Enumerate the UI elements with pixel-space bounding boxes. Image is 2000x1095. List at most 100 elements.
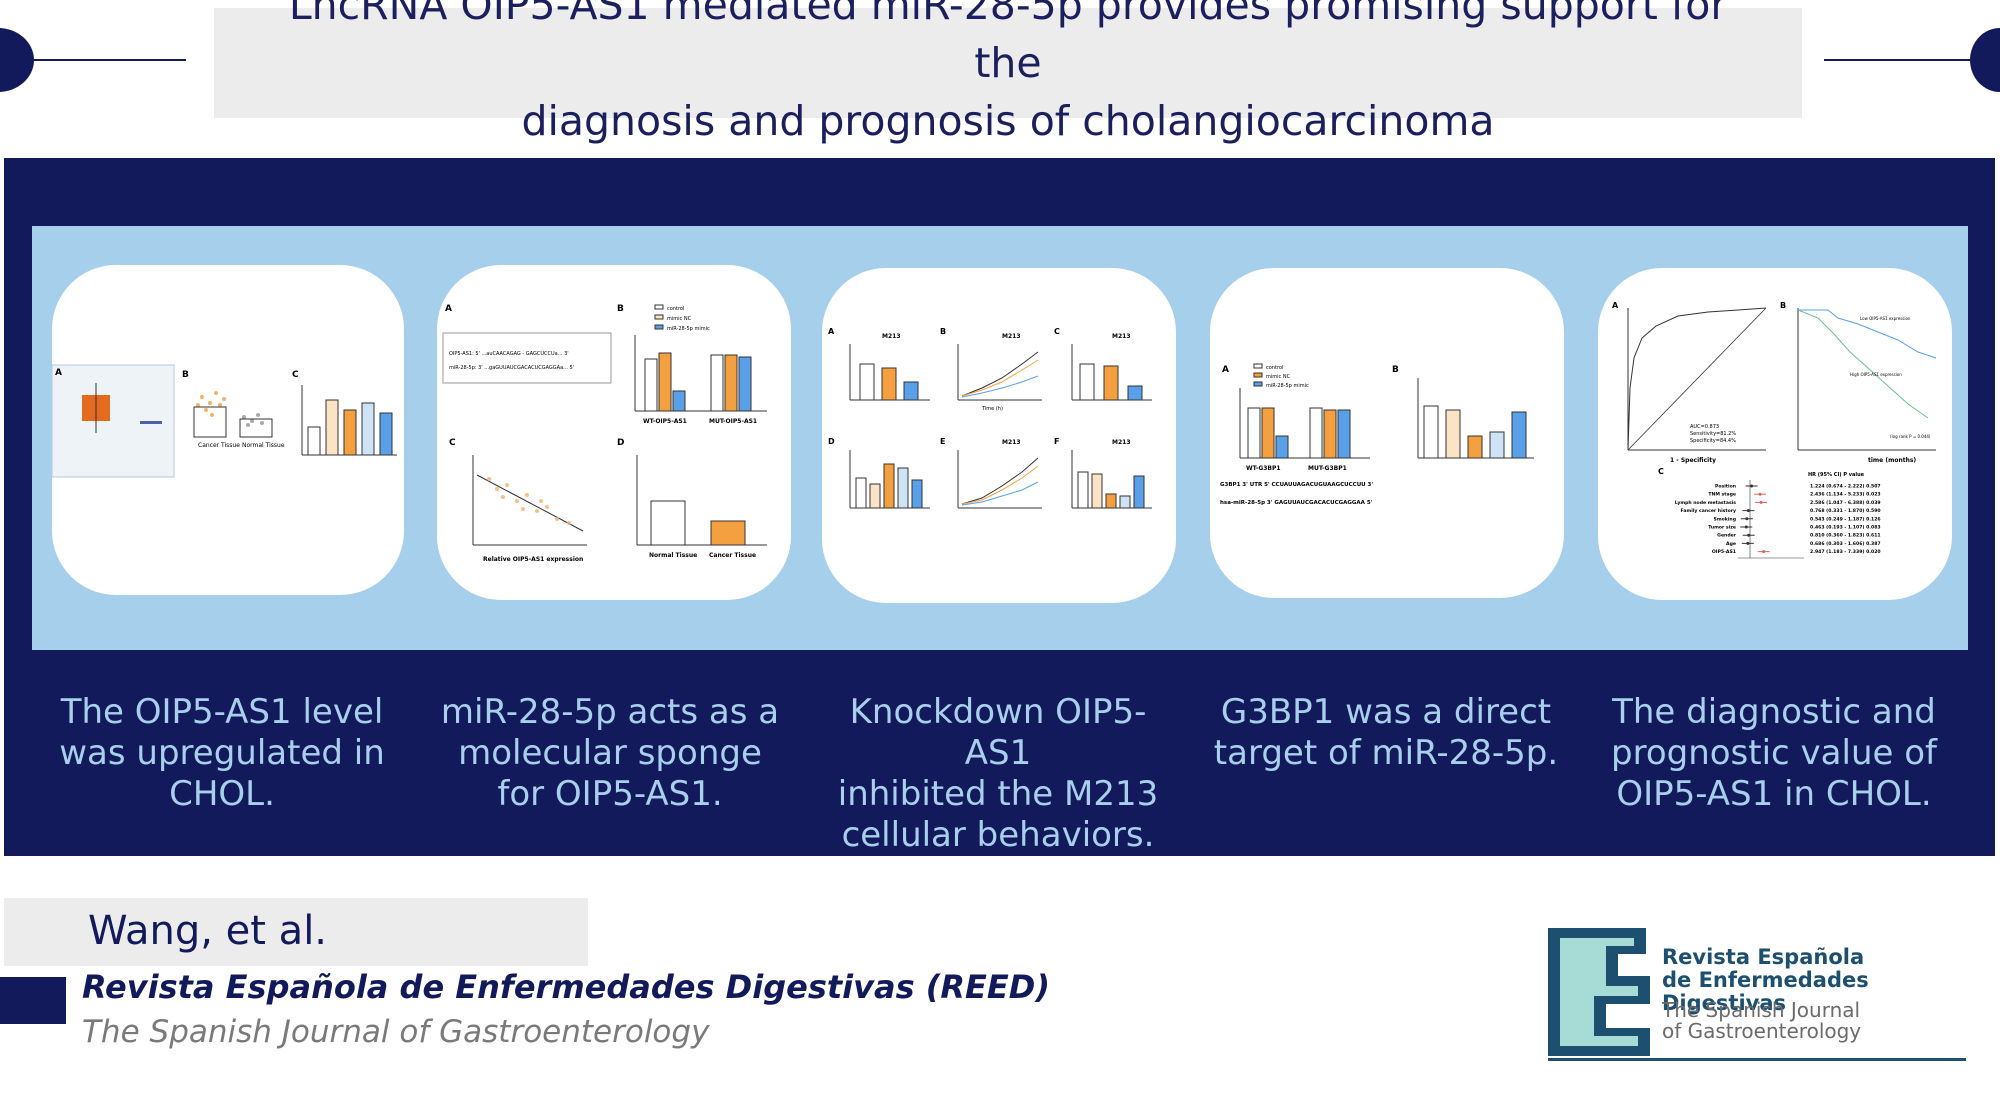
caption-3: Knockdown OIP5-AS1 inhibited the M213 ce… [837, 692, 1159, 855]
figure-card-3: A M213 B M213 Time (h) C M213 D E M213 [822, 268, 1176, 603]
svg-text:A: A [1222, 365, 1229, 375]
figure-card-2: A OIP5-AS1: 5' ...auCAACAGAG - GAGCUCCUa… [437, 265, 791, 600]
forest-hr: 0.543 (0.249 - 1.187) 0.126 [1810, 516, 1881, 522]
svg-text:control: control [667, 306, 684, 312]
author-name: Wang, et al. [88, 908, 328, 954]
svg-text:miR-28-5p mimic: miR-28-5p mimic [667, 326, 710, 332]
svg-text:OIP5-AS1: 5' ...auCAACAGAG - G: OIP5-AS1: 5' ...auCAACAGAG - GAGCUCCUa..… [449, 351, 569, 357]
forest-point [1745, 517, 1749, 521]
svg-text:Cancer Tissue: Cancer Tissue [709, 552, 756, 559]
svg-text:M213: M213 [1112, 439, 1131, 446]
svg-text:miR-28-5p: 3' ...gaGUUAUCGACAC: miR-28-5p: 3' ...gaGUUAUCGACACUCGAGGAa..… [449, 365, 574, 371]
svg-text:C: C [1054, 327, 1060, 336]
svg-text:A: A [55, 368, 62, 378]
journal-subtitle: The Spanish Journal of Gastroenterology [82, 1014, 710, 1050]
svg-text:Specificity=84.4%: Specificity=84.4% [1690, 438, 1736, 444]
forest-label: Gender [1717, 533, 1737, 539]
svg-text:time (months): time (months) [1868, 457, 1916, 464]
caption-4: G3BP1 was a direct target of miR-28-5p. [1213, 692, 1559, 773]
forest-hr: 1.224 (0.674 - 2.222) 0.507 [1810, 484, 1881, 490]
forest-hr: 0.463 (0.193 - 1.107) 0.083 [1810, 525, 1881, 531]
svg-text:Low OIP5-AS1 expression: Low OIP5-AS1 expression [1860, 316, 1911, 321]
forest-point [1762, 550, 1766, 554]
svg-text:1 - Specificity: 1 - Specificity [1670, 457, 1716, 464]
svg-text:A: A [828, 327, 835, 336]
forest-point [1750, 484, 1754, 488]
svg-text:Time (h): Time (h) [981, 406, 1003, 412]
svg-text:Relative OIP5-AS1 expression: Relative OIP5-AS1 expression [483, 556, 583, 563]
svg-text:C: C [449, 438, 456, 448]
svg-text:WT-G3BP1: WT-G3BP1 [1246, 465, 1281, 472]
svg-text:A: A [445, 304, 452, 314]
author-box [4, 898, 588, 966]
page-title: LncRNA OIP5-AS1 mediated miR-28-5p provi… [288, 0, 1728, 145]
forest-label: Age [1726, 541, 1736, 547]
caption-5: The diagnostic and prognostic value of O… [1611, 692, 1937, 814]
svg-text:MUT-G3BP1: MUT-G3BP1 [1308, 465, 1347, 472]
header-left-cap [0, 28, 34, 92]
forest-label: Family cancer history [1681, 508, 1737, 514]
svg-text:hsa-miR-28-5p 3' GAGUUAUCGACA: hsa-miR-28-5p 3' GAGUUAUCGACACUCGAGGAA 5… [1220, 500, 1373, 506]
forest-hr: 2.947 (1.183 - 7.339) 0.020 [1810, 549, 1881, 555]
svg-text:F: F [1054, 437, 1059, 446]
svg-text:(log rank P = 0.044): (log rank P = 0.044) [1890, 434, 1931, 439]
svg-text:HR (95% CI) P value: HR (95% CI) P value [1808, 472, 1865, 478]
title-box: LncRNA OIP5-AS1 mediated miR-28-5p provi… [214, 0, 1802, 145]
svg-text:G3BP1 3' UTR 5' CCUAUUAGACUGU: G3BP1 3' UTR 5' CCUAUUAGACUGUAAGCUCCUU 3… [1220, 482, 1373, 488]
caption-2: miR-28-5p acts as a molecular sponge for… [440, 692, 780, 814]
svg-text:B: B [1780, 301, 1786, 310]
forest-point [1759, 500, 1763, 504]
svg-text:Cancer Tissue: Cancer Tissue [198, 442, 240, 449]
svg-text:C: C [1658, 467, 1664, 476]
figure-card-4: A control mimic NC miR-28-5p mimic WT-G3… [1210, 268, 1564, 598]
forest-point [1758, 492, 1762, 496]
forest-hr: 2.586 (1.047 - 6.388) 0.039 [1810, 500, 1881, 506]
forest-label: Smoking [1714, 516, 1736, 522]
svg-text:mimic NC: mimic NC [1266, 374, 1291, 380]
header-left-rule [30, 59, 186, 61]
svg-text:M213: M213 [882, 333, 901, 340]
forest-point [1747, 533, 1751, 537]
svg-text:miR-28-5p mimic: miR-28-5p mimic [1266, 383, 1309, 389]
journal-logo-icon [1548, 928, 1966, 1061]
svg-text:High OIP5-AS1 expression: High OIP5-AS1 expression [1850, 372, 1902, 377]
svg-text:E: E [940, 437, 945, 446]
svg-text:WT-OIP5-AS1: WT-OIP5-AS1 [643, 418, 687, 425]
svg-text:Normal Tissue: Normal Tissue [649, 552, 697, 559]
forest-label: TNM stage [1708, 492, 1736, 498]
svg-text:M213: M213 [1002, 333, 1021, 340]
forest-label: OIP5-AS1 [1712, 549, 1736, 555]
svg-text:Sensitivity=81.2%: Sensitivity=81.2% [1690, 431, 1736, 437]
forest-hr: 0.810 (0.360 - 1.823) 0.611 [1810, 533, 1881, 539]
svg-text:C: C [292, 370, 299, 380]
svg-text:MUT-OIP5-AS1: MUT-OIP5-AS1 [709, 418, 757, 425]
forest-label: Position [1715, 484, 1736, 490]
logo-subtitle: The Spanish Journal of Gastroenterology [1662, 998, 1862, 1043]
forest-label: Tumor size [1708, 525, 1736, 531]
svg-text:control: control [1266, 365, 1283, 371]
svg-text:B: B [182, 370, 189, 380]
header-right-cap [1970, 28, 2000, 92]
svg-text:B: B [1392, 365, 1399, 375]
caption-1: The OIP5-AS1 level was upregulated in CH… [59, 692, 385, 814]
forest-point [1744, 525, 1748, 529]
svg-text:mimic NC: mimic NC [667, 316, 692, 322]
svg-text:A: A [1612, 301, 1619, 310]
forest-point [1746, 541, 1750, 545]
forest-label: Lymph node metastasis [1675, 500, 1737, 506]
svg-text:Normal Tissue: Normal Tissue [242, 442, 285, 449]
svg-text:AUC=0.873: AUC=0.873 [1690, 424, 1719, 430]
svg-text:M213: M213 [1002, 439, 1021, 446]
svg-text:D: D [828, 437, 835, 446]
figure-card-1: A B Cancer Tissue Normal Tissue C [52, 265, 404, 595]
forest-hr: 0.768 (0.331 - 1.870) 0.590 [1810, 508, 1881, 514]
header-right-rule [1824, 59, 1972, 61]
footer-accent [0, 977, 66, 1024]
forest-hr: 2.436 (1.134 - 5.233) 0.023 [1810, 492, 1881, 498]
journal-name: Revista Española de Enfermedades Digesti… [82, 968, 1050, 1006]
svg-text:D: D [617, 438, 624, 448]
svg-text:B: B [617, 304, 624, 314]
svg-text:M213: M213 [1112, 333, 1131, 340]
logo-title: Revista Española de Enfermedades Digesti… [1662, 945, 1869, 1015]
svg-text:B: B [940, 327, 946, 336]
